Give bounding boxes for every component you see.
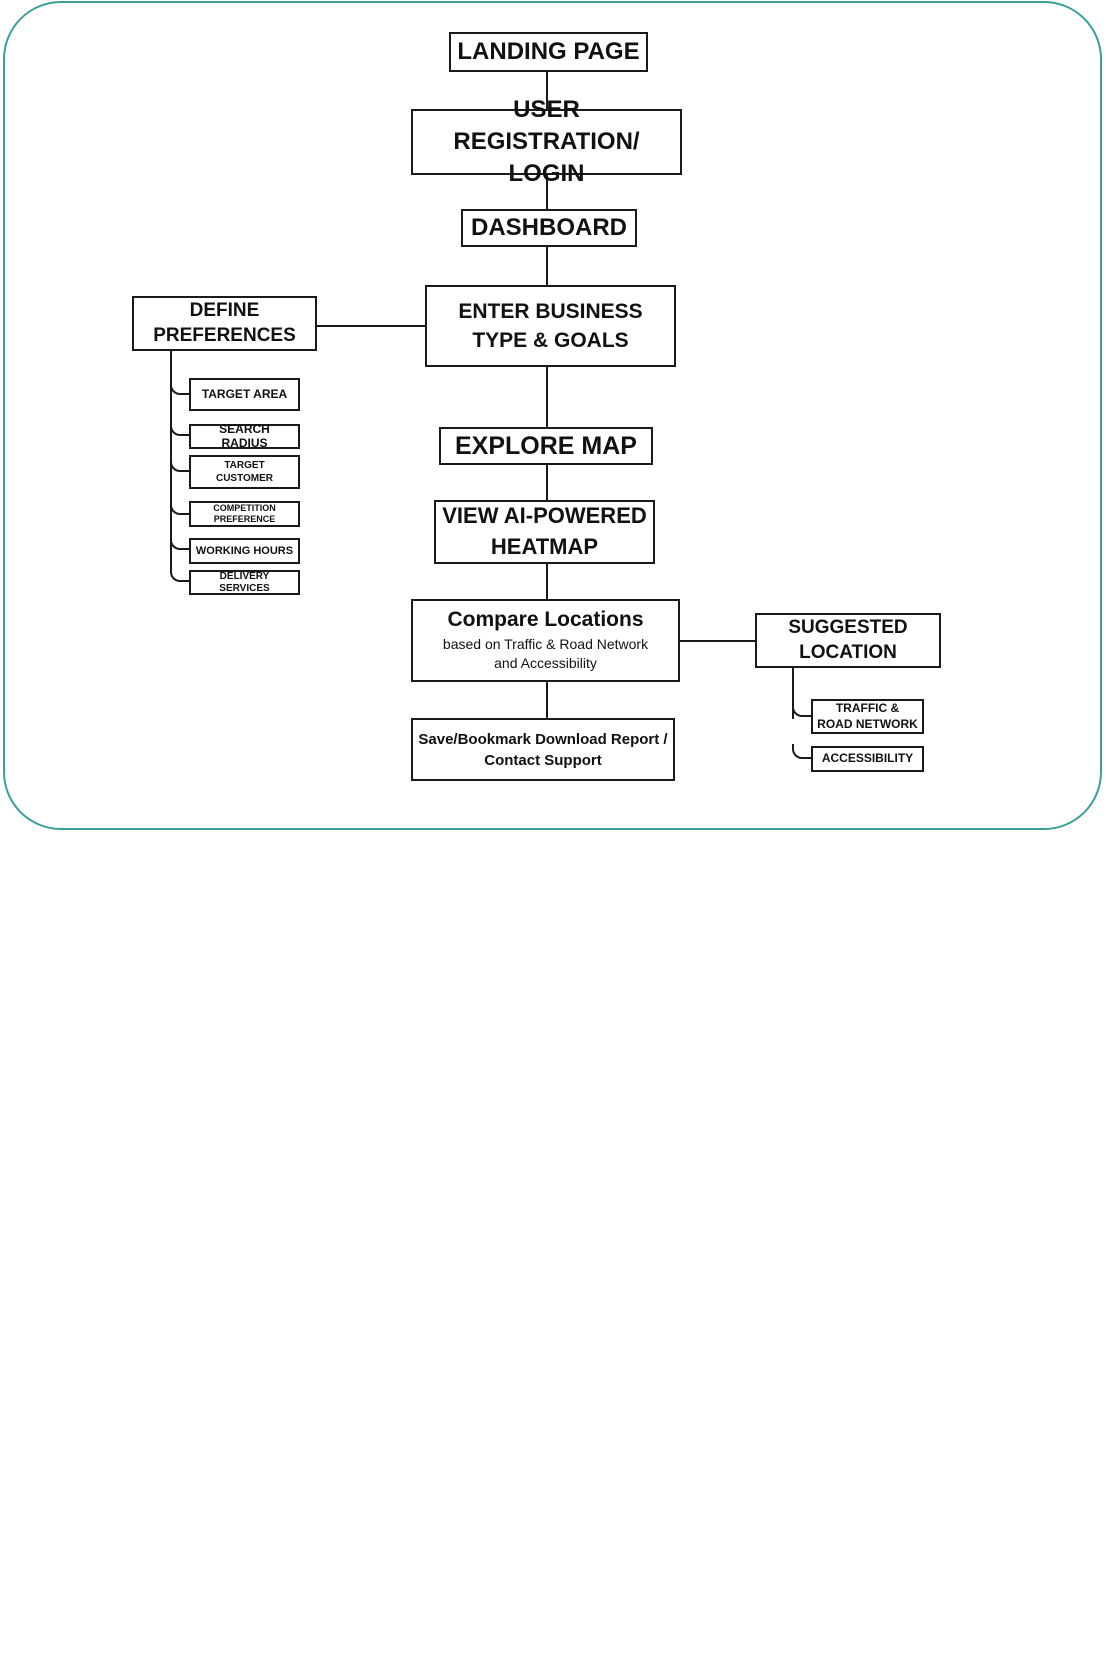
- node-label: COMPETITION: [213, 503, 276, 514]
- node-label: VIEW AI-POWERED: [442, 503, 647, 529]
- connector: [546, 175, 548, 209]
- node-label: DEFINE: [189, 299, 260, 321]
- define-preferences-node: DEFINE PREFERENCES: [132, 296, 317, 351]
- node-label: SUGGESTED: [788, 616, 908, 638]
- target-customer-node: TARGET CUSTOMER: [189, 455, 300, 489]
- node-label: DELIVERY SERVICES: [219, 571, 270, 594]
- branch-connector: [170, 500, 189, 515]
- delivery-services-node: DELIVERY SERVICES: [189, 570, 300, 595]
- branch-connector: [170, 457, 189, 472]
- compare-locations-node: Compare Locations based on Traffic & Roa…: [411, 599, 680, 682]
- user-flow-diagram: LANDING PAGE USER REGISTRATION/ LOGIN DA…: [132, 32, 941, 781]
- node-label: Contact Support: [484, 751, 602, 769]
- branch-connector: [170, 421, 189, 436]
- branch-connector: [170, 567, 189, 582]
- node-label: TYPE & GOALS: [472, 329, 629, 352]
- connector: [546, 682, 548, 718]
- competition-preference-node: COMPETITION PREFERENCE: [189, 501, 300, 527]
- connector: [546, 70, 548, 109]
- node-label: DASHBOARD: [471, 214, 627, 242]
- node-label: HEATMAP: [490, 534, 599, 559]
- node-label: ROAD NETWORK: [817, 716, 918, 731]
- branch-connector: [792, 744, 812, 759]
- suggested-location-node: SUGGESTED LOCATION: [755, 613, 941, 668]
- node-label: PREFERENCES: [153, 324, 296, 346]
- node-label: EXPLORE MAP: [455, 431, 637, 460]
- connector: [546, 564, 548, 599]
- node-label: Compare Locations: [447, 608, 644, 632]
- connector: [546, 247, 548, 285]
- working-hours-node: WORKING HOURS: [189, 538, 300, 564]
- enter-business-node: ENTER BUSINESS TYPE & GOALS: [425, 285, 676, 367]
- save-report-node: Save/Bookmark Download Report / Contact …: [411, 718, 675, 781]
- node-label: LOGIN: [508, 159, 585, 187]
- dashboard-node: DASHBOARD: [461, 209, 637, 247]
- target-area-node: TARGET AREA: [189, 378, 300, 411]
- node-label: Save/Bookmark Download Report /: [418, 730, 668, 748]
- node-label: ACCESSIBILITY: [821, 751, 914, 766]
- node-label: WORKING HOURS: [195, 544, 294, 557]
- connector: [546, 367, 548, 427]
- explore-map-node: EXPLORE MAP: [439, 427, 653, 465]
- user-registration-node: USER REGISTRATION/ LOGIN: [411, 96, 682, 187]
- node-label: CUSTOMER: [215, 473, 274, 484]
- node-label: LOCATION: [799, 641, 897, 663]
- branch-connector: [792, 702, 812, 717]
- traffic-road-network-node: TRAFFIC & ROAD NETWORK: [811, 699, 924, 734]
- accessibility-node: ACCESSIBILITY: [811, 746, 924, 772]
- node-label: TARGET AREA: [201, 386, 288, 401]
- node-label: TRAFFIC &: [835, 700, 900, 715]
- branch-connector: [170, 380, 189, 395]
- search-radius-node: SEARCH RADIUS: [189, 421, 300, 450]
- branch-connector: [170, 535, 189, 550]
- node-sublabel: based on Traffic & Road Network: [442, 635, 649, 652]
- node-label: PREFERENCE: [213, 514, 276, 524]
- landing-page-node: LANDING PAGE: [449, 32, 648, 72]
- node-label: LANDING PAGE: [457, 38, 640, 66]
- connector: [317, 325, 425, 327]
- node-sublabel: and Accessibility: [494, 655, 597, 672]
- node-label: SEARCH RADIUS: [219, 421, 270, 450]
- view-heatmap-node: VIEW AI-POWERED HEATMAP: [434, 500, 655, 564]
- connector: [680, 640, 755, 642]
- connector: [546, 465, 548, 500]
- node-label: ENTER BUSINESS: [458, 299, 643, 323]
- connector: [792, 667, 794, 719]
- node-label: TARGET: [224, 459, 265, 471]
- node-label: USER REGISTRATION/: [453, 96, 640, 156]
